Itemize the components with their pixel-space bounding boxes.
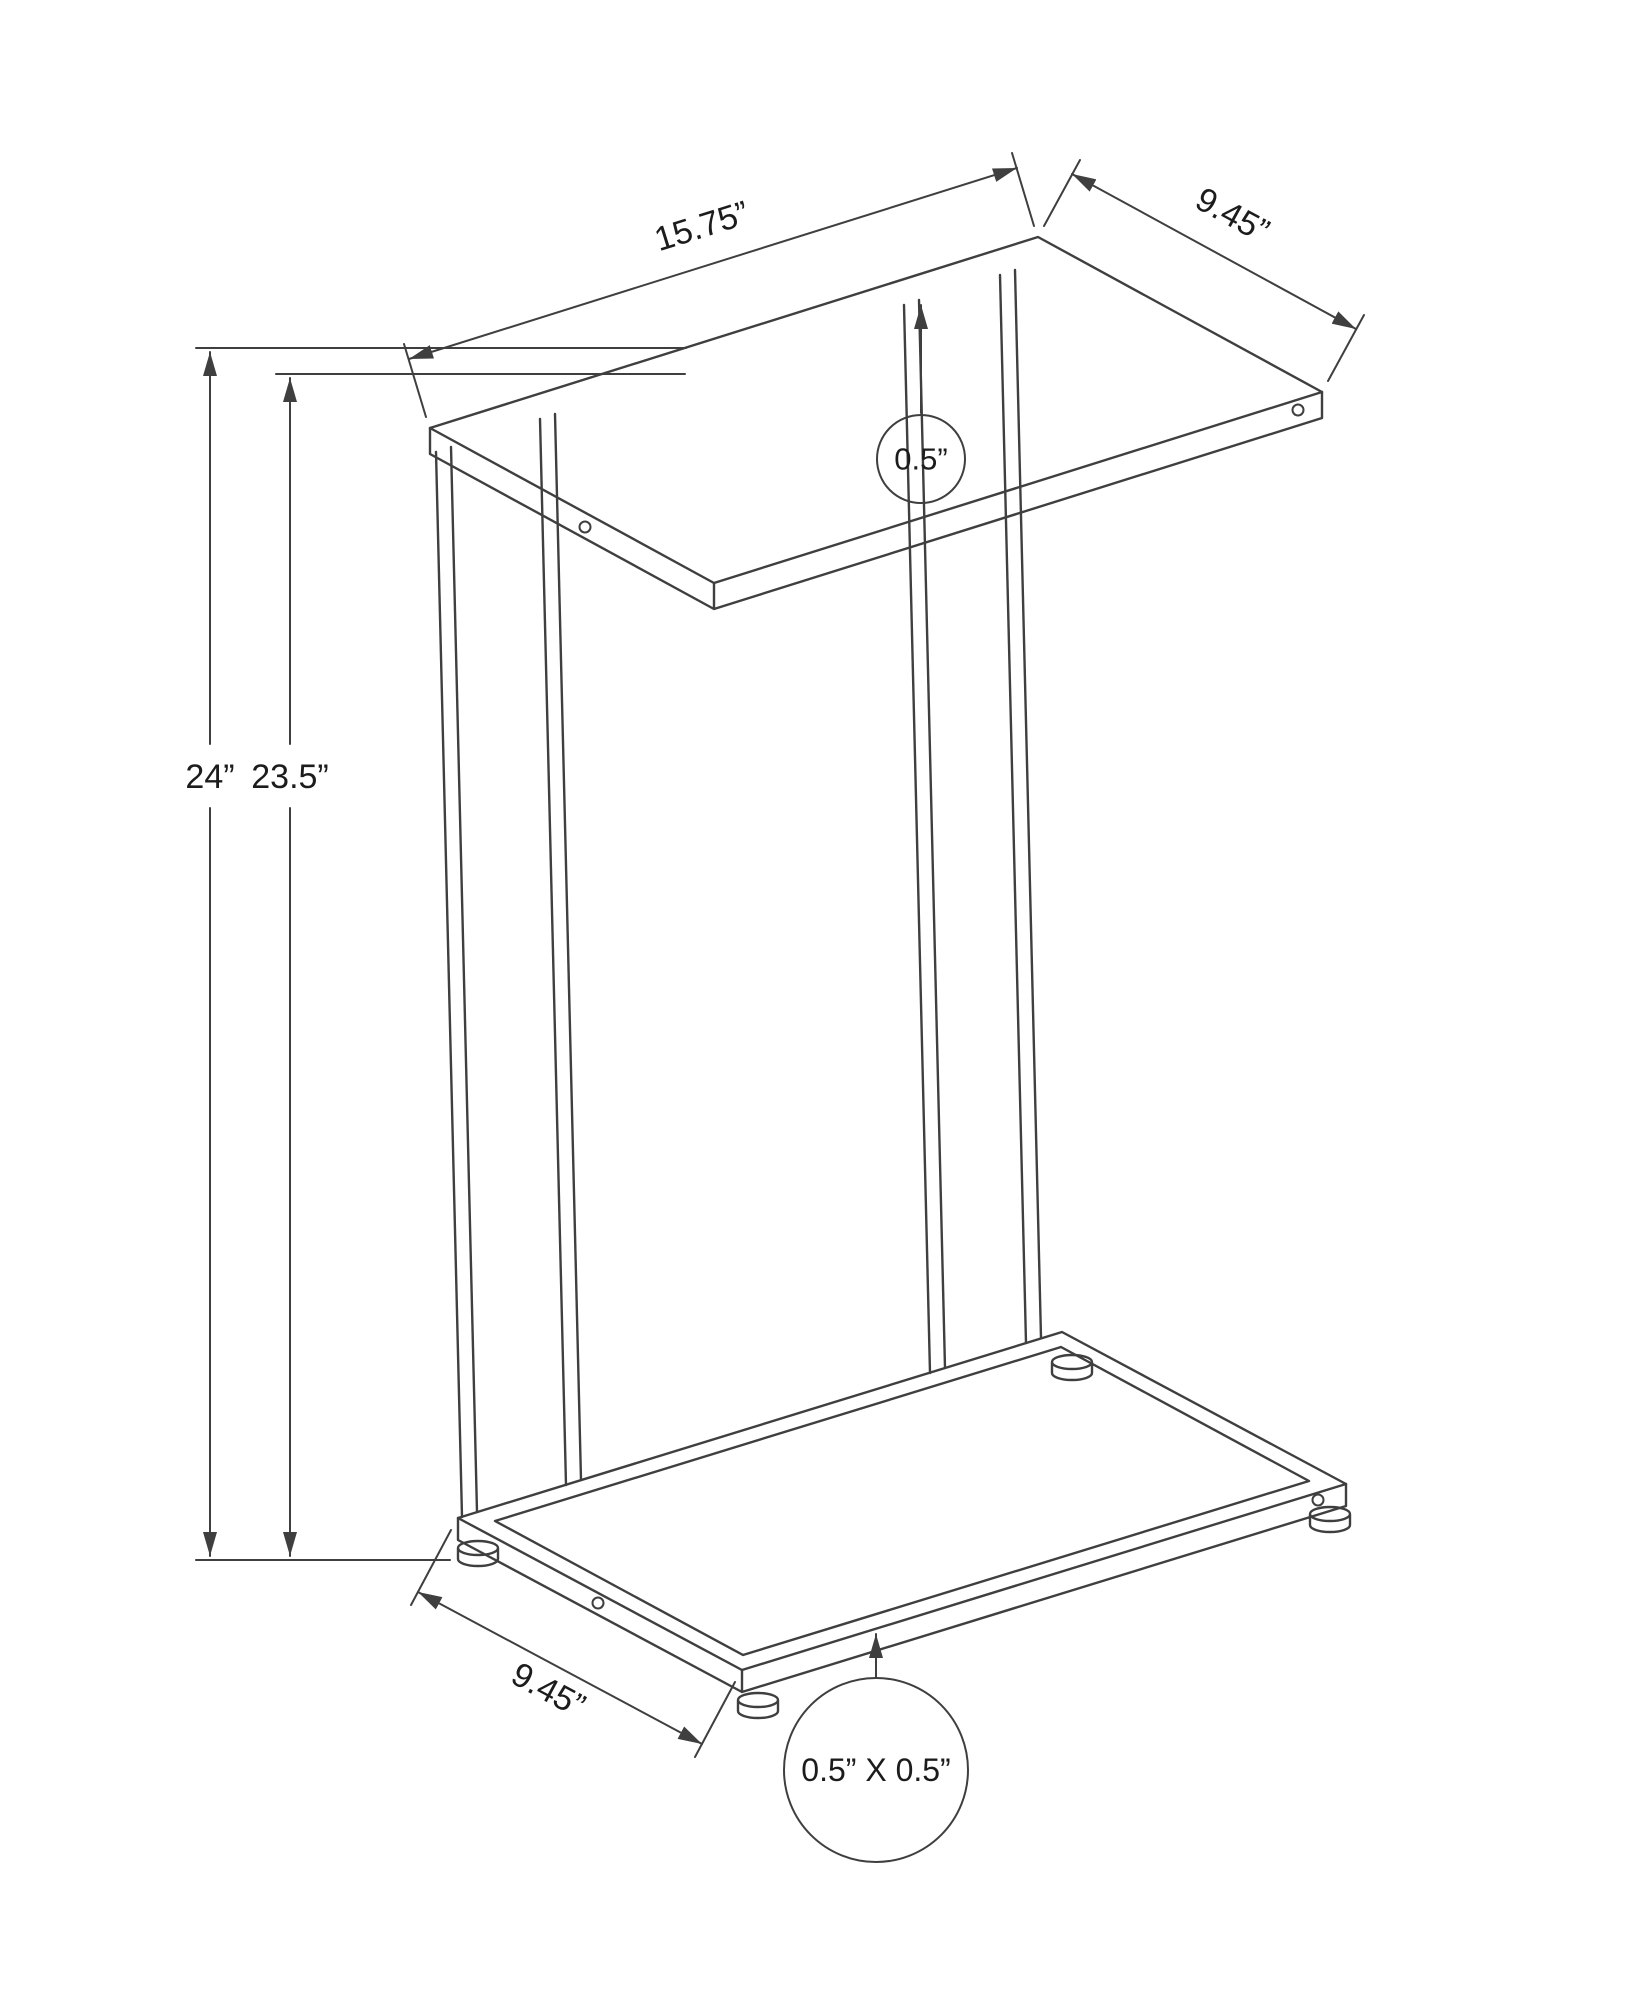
dim-base-depth-label: 9.45” (505, 1655, 591, 1725)
base-frame-outline (456, 1330, 1348, 1672)
dim-top-length-line (408, 167, 1018, 360)
foot-right (1308, 1505, 1352, 1534)
foot-front-left (456, 1539, 500, 1568)
dim-top-depth-line (1071, 173, 1357, 330)
tabletop-top-face (428, 235, 1324, 585)
base-frame-thickness (456, 1482, 1348, 1694)
bolt-dot-base-left (591, 1596, 605, 1610)
tabletop-edge-thickness (428, 390, 1324, 611)
foot-front (736, 1691, 780, 1720)
dim-base-depth-line (417, 1591, 703, 1745)
dimension-annotations: 15.75” 9.45” 0.5” 24” 23.5” 9.45” 0.5” X… (185, 152, 1365, 1863)
dim-top-length-label: 15.75” (650, 194, 753, 259)
bolt-dot-base-right (1311, 1493, 1325, 1507)
frame-posts (434, 268, 1043, 1519)
callout-tube-size-circle (783, 1677, 969, 1863)
dim-top-depth-label: 9.45” (1189, 180, 1275, 250)
dim-frame-height-label: 23.5” (251, 758, 329, 796)
foot-back-right (1050, 1353, 1094, 1382)
base-frame-inner-edge (493, 1345, 1311, 1657)
bolt-dot-top-right (1291, 403, 1305, 417)
callout-top-thickness-circle (876, 414, 966, 504)
dim-overall-height-label: 24” (185, 758, 234, 796)
dim-top-length-extension-lines (403, 152, 1035, 418)
callout-top-thickness-label: 0.5” (894, 442, 947, 477)
dim-top-depth-extension-lines (1043, 159, 1365, 382)
bolt-dot-top-left (578, 520, 592, 534)
table-drawing (428, 235, 1352, 1720)
callout-tube-size-label: 0.5” X 0.5” (801, 1752, 950, 1788)
dim-overall-height-extension-lines (195, 347, 687, 1561)
